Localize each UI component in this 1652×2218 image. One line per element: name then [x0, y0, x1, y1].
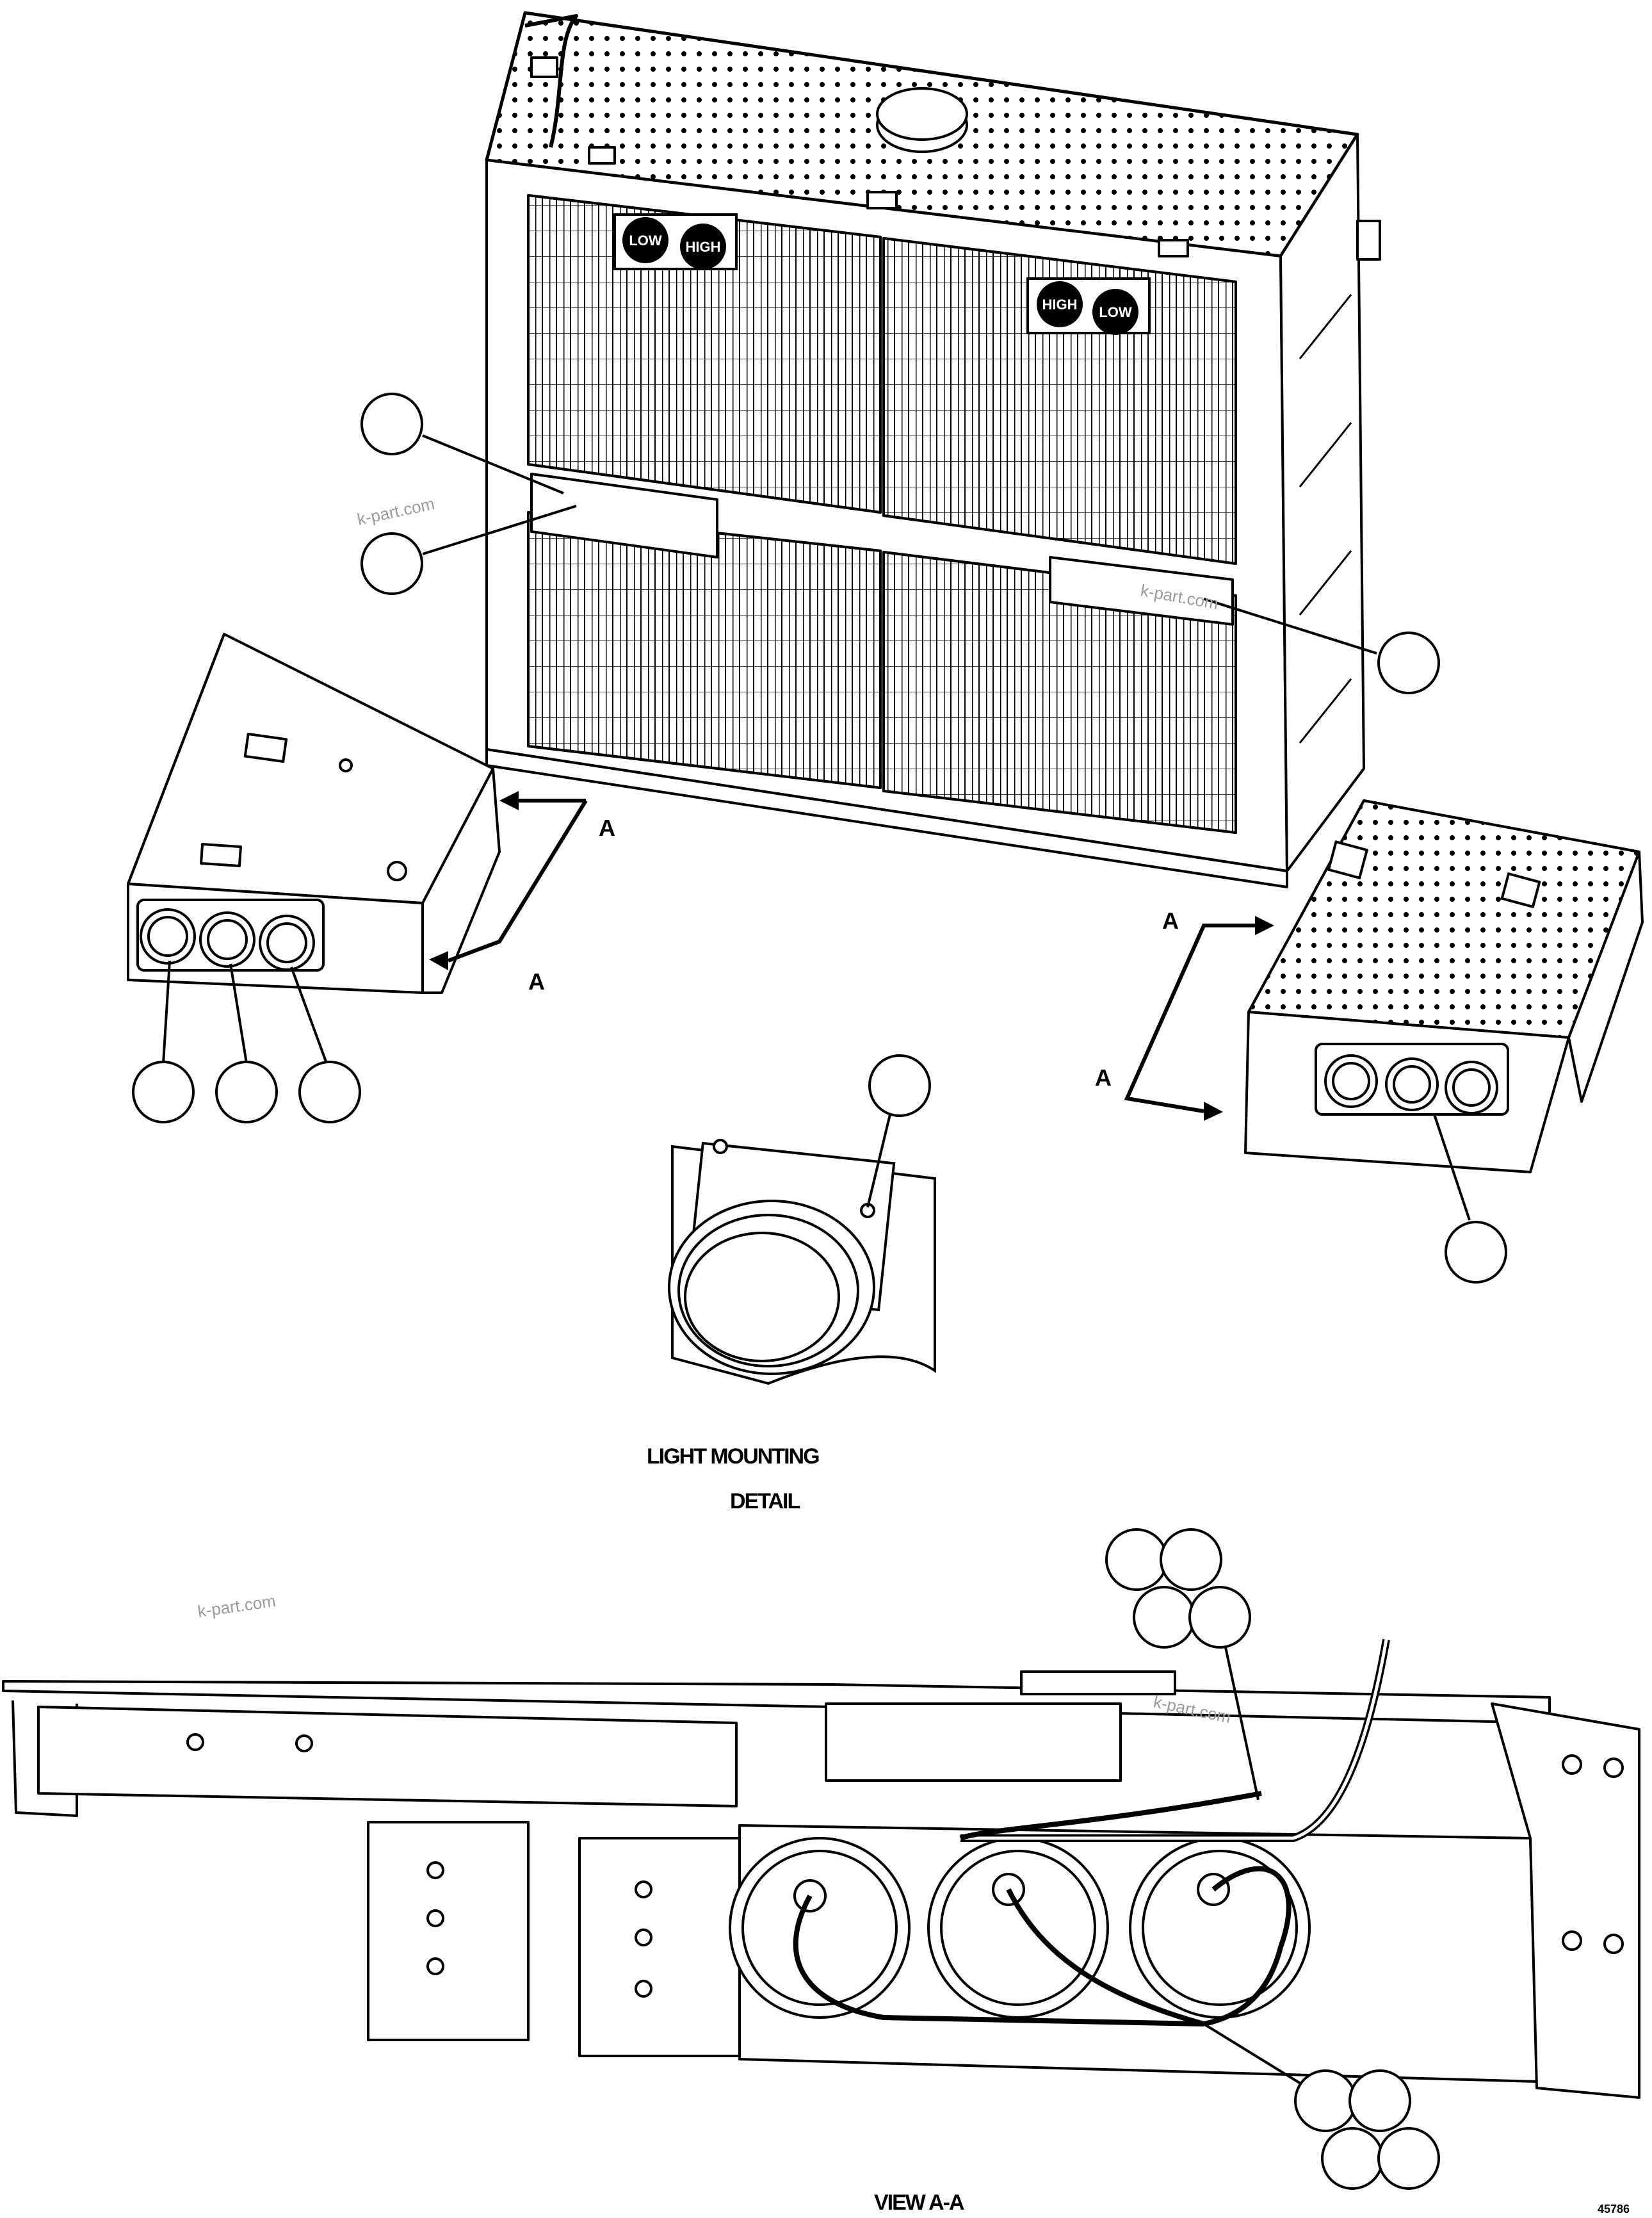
callout-1 — [360, 393, 423, 455]
callout-14 — [1348, 2069, 1411, 2132]
view-aa-section — [2, 1638, 1640, 2099]
detail-title-line1: LIGHT MOUNTING — [647, 1444, 819, 1469]
callout-10 — [1160, 1528, 1222, 1591]
badge-right-low: LOW — [1099, 304, 1132, 320]
arrowheads — [429, 791, 1274, 1121]
callout-3 — [1377, 632, 1440, 694]
watermark-1: k-part.com — [355, 494, 436, 529]
callout-11 — [1133, 1586, 1195, 1649]
detail-title-line2: DETAIL — [730, 1489, 800, 1513]
radiator-side-panel — [1279, 133, 1365, 872]
view-arrow-letters: A A A A — [528, 815, 1179, 1091]
callout-4 — [132, 1061, 195, 1123]
right-light-housing — [1244, 799, 1644, 1173]
badge-right: HIGH LOW — [1026, 277, 1151, 335]
left-light-housing — [127, 633, 501, 994]
callout-12 — [1188, 1586, 1251, 1649]
callout-7 — [868, 1054, 931, 1117]
callout-8 — [1445, 1221, 1507, 1284]
arrow-letter-a-2: A — [528, 968, 545, 995]
badge-left-high: HIGH — [686, 239, 721, 255]
divider-plate-left — [530, 473, 718, 559]
light-mounting-detail — [668, 1139, 936, 1385]
view-arrows — [447, 799, 1255, 1113]
callout-9 — [1105, 1528, 1168, 1591]
divider-plate-right — [1049, 556, 1234, 626]
callout-5 — [215, 1061, 278, 1123]
arrow-letter-a-1: A — [599, 815, 615, 841]
badge-left: LOW HIGH — [613, 213, 738, 270]
callout-2 — [360, 532, 423, 595]
view-aa-label: VIEW A-A — [874, 2190, 964, 2215]
callout-13 — [1294, 2069, 1357, 2132]
arrow-letter-a-4: A — [1095, 1064, 1112, 1091]
sheet-number: 45786 — [1598, 2203, 1630, 2215]
badge-left-low: LOW — [629, 232, 662, 249]
callouts — [132, 393, 1507, 2190]
callout-16 — [1377, 2127, 1440, 2190]
watermark-3: k-part.com — [197, 1591, 277, 1621]
arrow-letter-a-3: A — [1162, 908, 1179, 934]
badge-right-high: HIGH — [1042, 297, 1078, 313]
radiator-assembly — [485, 11, 1381, 888]
callout-15 — [1321, 2127, 1384, 2190]
callout-6 — [298, 1061, 361, 1123]
